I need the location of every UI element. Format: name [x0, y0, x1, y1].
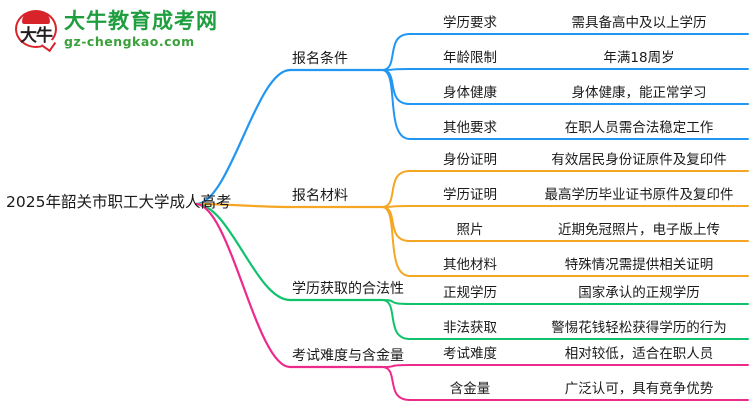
leaf-key-1-4: 其他要求 [443, 120, 497, 136]
leaf-value-1-1: 需具备高中及以上学历 [571, 15, 707, 31]
leaf-key-3-1: 正规学历 [443, 285, 497, 301]
leaf-value-2-4: 特殊情况需提供相关证明 [564, 257, 714, 273]
leaf-key-4-1: 考试难度 [443, 346, 497, 362]
logo-cap-shape [22, 11, 50, 24]
leaf-value-4-1: 相对较低，适合在职人员 [564, 346, 714, 362]
branch-node-2: 报名材料 [292, 188, 348, 204]
leaf-key-4-2: 含金量 [449, 381, 491, 397]
leaf-value-1-3: 身体健康，能正常学习 [571, 85, 707, 101]
logo-text-block: 大牛教育成考网 gz-chengkao.com [64, 11, 218, 49]
branch-node-1: 报名条件 [292, 51, 348, 67]
leaf-value-2-1: 有效居民身份证原件及复印件 [551, 152, 727, 168]
branch-node-3: 学历获取的合法性 [292, 281, 404, 297]
leaf-key-2-1: 身份证明 [443, 152, 497, 168]
leaf-value-1-2: 年满18周岁 [603, 50, 675, 66]
leaf-value-2-3: 近期免冠照片，电子版上传 [558, 222, 720, 238]
leaf-key-1-1: 学历要求 [443, 15, 497, 31]
logo-domain: gz-chengkao.com [64, 34, 195, 50]
leaf-key-3-2: 非法获取 [443, 320, 497, 336]
logo-title: 大牛教育成考网 [64, 9, 218, 34]
branch-node-4: 考试难度与含金量 [292, 348, 404, 364]
leaf-key-1-3: 身体健康 [443, 85, 497, 101]
logo-badge-icon: 大牛 [14, 8, 58, 53]
leaf-value-2-2: 最高学历毕业证书原件及复印件 [544, 187, 734, 203]
logo-badge-text: 大牛 [20, 25, 53, 46]
leaf-key-1-2: 年龄限制 [443, 50, 497, 66]
root-node-label: 2025年韶关市职工大学成人高考 [6, 193, 232, 211]
leaf-value-1-4: 在职人员需合法稳定工作 [564, 120, 714, 136]
leaf-key-2-4: 其他材料 [443, 257, 497, 273]
leaf-key-2-2: 学历证明 [443, 187, 497, 203]
leaf-value-3-2: 警惕花钱轻松获得学历的行为 [551, 320, 727, 336]
leaf-value-4-2: 广泛认可，具有竞争优势 [564, 381, 714, 397]
leaf-value-3-1: 国家承认的正规学历 [578, 285, 700, 301]
leaf-key-2-3: 照片 [456, 222, 484, 238]
site-logo: 大牛 大牛教育成考网 gz-chengkao.com [14, 8, 218, 53]
